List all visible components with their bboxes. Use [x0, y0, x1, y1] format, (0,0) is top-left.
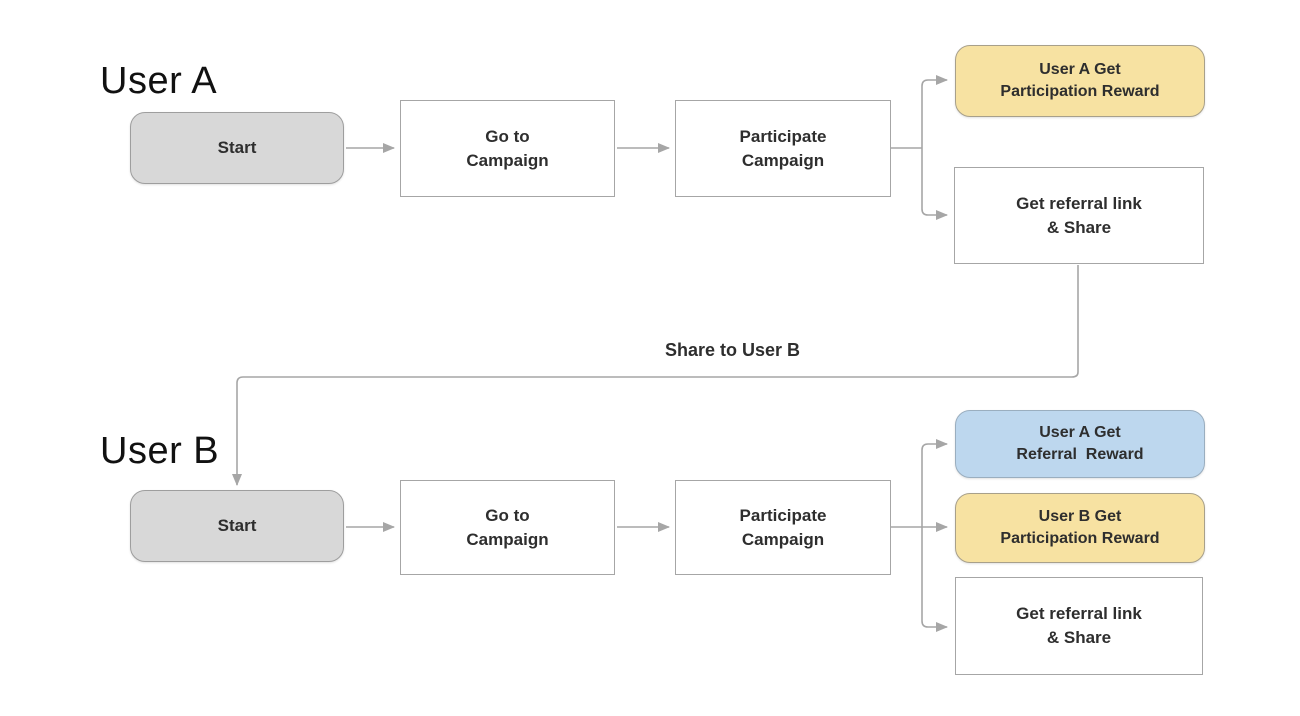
node-label-line1: User A Get	[1039, 60, 1121, 78]
node-label-line2: & Share	[1046, 628, 1112, 647]
node-user-b-participation-reward: User B Get Participation Reward	[955, 493, 1205, 563]
lane-b-title: User B	[100, 430, 220, 472]
lane-a-title: User A	[100, 60, 218, 102]
node-user-b-get-referral-link-share: Get referral link & Share	[955, 577, 1203, 675]
node-label-line1: Get referral link	[1016, 604, 1142, 624]
node-label-line1: Participate	[739, 126, 827, 146]
node-user-a-start: Start	[130, 112, 344, 184]
node-user-a-referral-reward: User A Get Referral Reward	[955, 410, 1205, 478]
node-label-line1: User A Get	[1039, 423, 1121, 441]
node-user-b-start: Start	[130, 490, 344, 562]
node-label-line1: User B Get	[1038, 507, 1122, 525]
node-label-line1: Go to	[485, 505, 530, 525]
node-label-line2: Campaign	[741, 150, 825, 170]
share-to-user-b-label: Share to User B	[665, 340, 801, 360]
node-user-a-get-referral-link-share: Get referral link & Share	[954, 167, 1204, 264]
node-label-line2: Participation Reward	[1000, 530, 1160, 547]
node-label-line2: Campaign	[741, 529, 825, 549]
node-label-line2: Campaign	[466, 150, 549, 170]
node-label: Start	[217, 138, 257, 158]
node-label-line2: Referral Reward	[1016, 446, 1144, 463]
node-label-line2: & Share	[1046, 217, 1112, 237]
node-label: Start	[217, 516, 257, 536]
node-label-line2: Participation Reward	[1000, 83, 1160, 100]
node-label-line1: Get referral link	[1016, 193, 1142, 213]
node-label-line2: Campaign	[466, 529, 549, 549]
node-user-a-participate-campaign: Participate Campaign	[675, 100, 891, 197]
node-user-b-go-to-campaign: Go to Campaign	[400, 480, 615, 575]
node-label-line1: Go to	[485, 126, 530, 146]
node-label-line1: Participate	[739, 505, 827, 525]
node-user-b-participate-campaign: Participate Campaign	[675, 480, 891, 575]
node-user-a-go-to-campaign: Go to Campaign	[400, 100, 615, 197]
node-user-a-participation-reward: User A Get Participation Reward	[955, 45, 1205, 117]
